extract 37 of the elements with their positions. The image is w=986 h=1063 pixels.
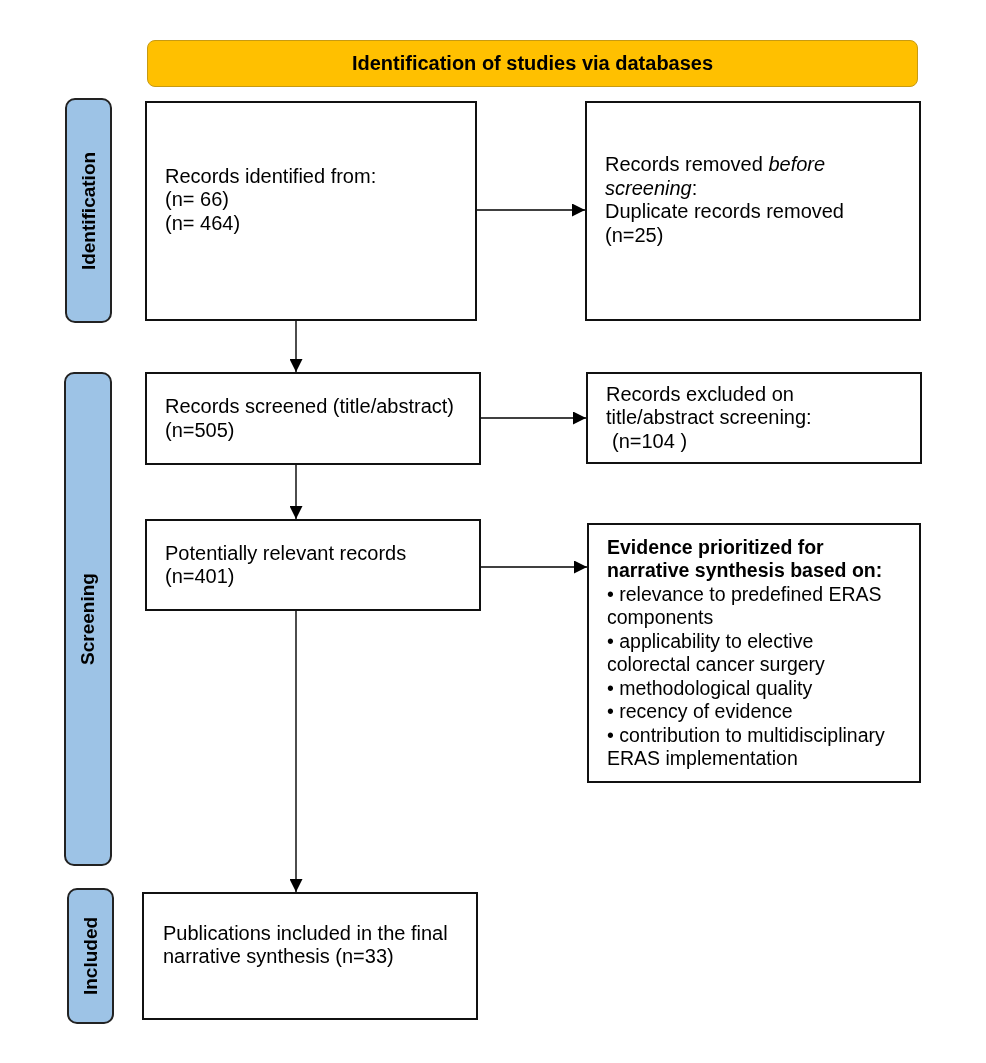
bullet-item: • methodological quality: [607, 676, 814, 700]
phase-label: Identification: [77, 151, 100, 270]
bullet-item: • applicability to elective colorectal cancer surgery: [607, 629, 826, 677]
box-text: (n= 66): [165, 188, 230, 212]
phase-label: Included: [79, 916, 102, 996]
header-title: Identification of studies via databases: [351, 51, 714, 76]
process-box: [145, 101, 477, 321]
box-text: Duplicate records removed (n=25): [605, 200, 845, 247]
phase-band: [67, 888, 114, 1024]
box-text: (n= 464): [165, 211, 242, 236]
arrow: [289, 610, 303, 893]
bullet-item: • relevance to predefined ERAS components: [607, 582, 883, 630]
arrow: [289, 464, 303, 520]
box-heading: Evidence prioritized for narrative synthesis based on:: [607, 535, 884, 583]
box-text: Records excluded on title/abstract screening:: [606, 382, 813, 430]
box-text: Potentially relevant records (n=401): [165, 541, 408, 589]
box-text: Records removed before screening:: [605, 153, 827, 200]
process-box: [142, 892, 478, 1020]
phase-band: [64, 372, 112, 866]
process-box: [587, 523, 921, 783]
arrow: [289, 320, 303, 373]
process-box: [145, 372, 481, 465]
box-text: Records identified from:: [165, 164, 378, 189]
phase-band: [65, 98, 112, 323]
section-header-bar: [147, 40, 918, 87]
arrow: [480, 560, 588, 574]
process-box: [585, 101, 921, 321]
process-box: [586, 372, 922, 464]
box-text: Records screened (title/abstract) (n=505): [165, 395, 455, 442]
bullet-item: • contribution to multidisciplinary ERAS implementation: [607, 723, 886, 771]
phase-label: Screening: [77, 573, 99, 665]
arrow: [480, 411, 587, 425]
arrow: [476, 203, 586, 217]
box-text: Publications included in the final narrative synthesis (n=33): [163, 921, 449, 969]
process-box: [145, 519, 481, 611]
box-text: (n=104 ): [612, 429, 689, 454]
bullet-item: • recency of evidence: [607, 700, 794, 724]
